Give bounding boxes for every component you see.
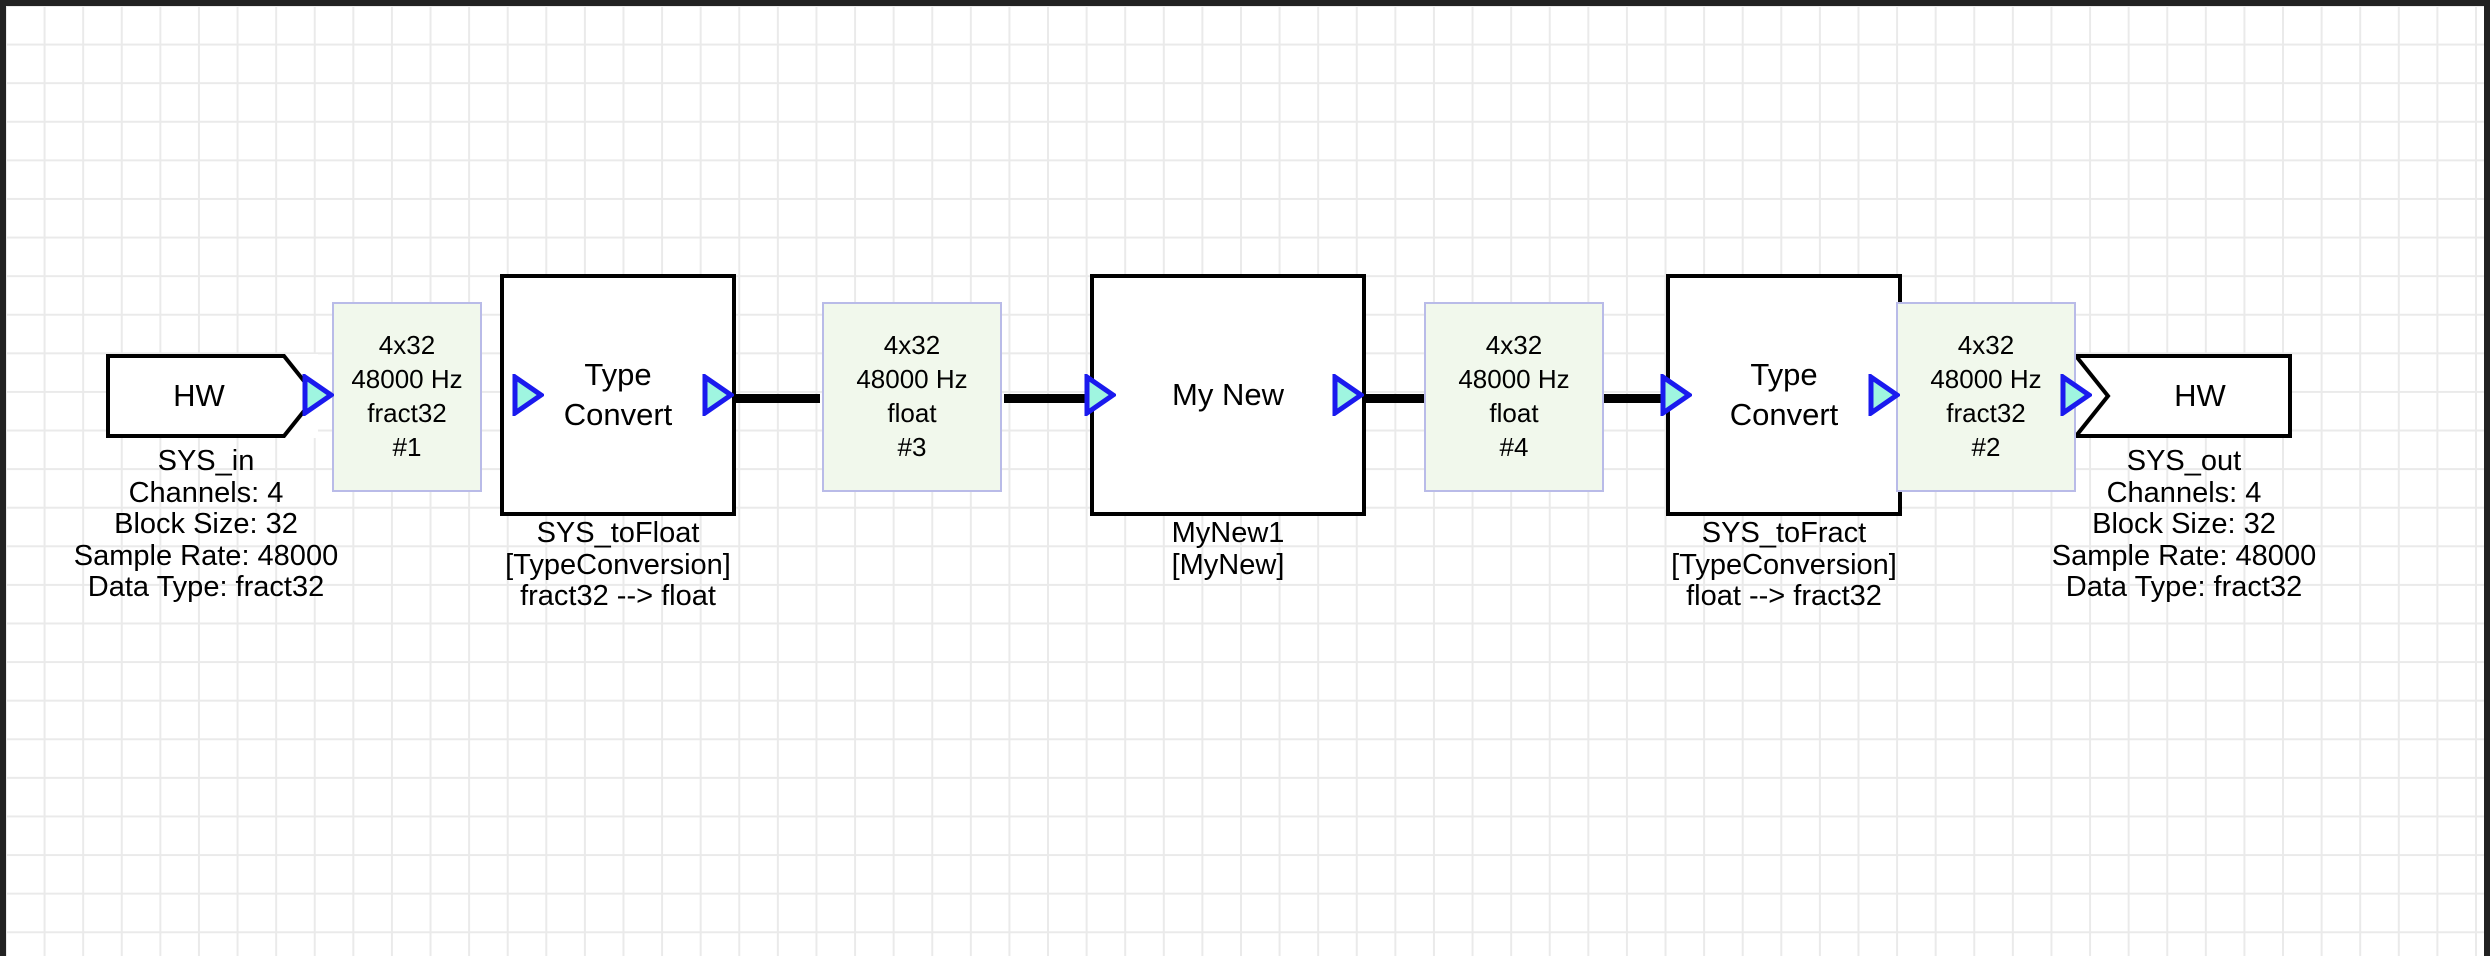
signal-dims: 4x32 (1957, 330, 2015, 361)
block-sys-tofloat-title: Type Convert (563, 357, 673, 432)
port-sys-tofloat-in[interactable] (512, 372, 546, 418)
signal-dims: 4x32 (378, 330, 436, 361)
block-sys-tofract-caption: SYS_toFract [TypeConversion] float --> f… (1524, 517, 2044, 613)
caption-line: [TypeConversion] (505, 548, 731, 581)
block-sys-in-caption: SYS_in Channels: 4 Block Size: 32 Sample… (6, 445, 466, 604)
caption-line: SYS_out (2126, 445, 2242, 477)
signal-label-3[interactable]: 4x32 48000 Hz float #3 (822, 302, 1002, 492)
caption-line: Data Type: fract32 (2065, 571, 2303, 604)
signal-dims: 4x32 (1485, 330, 1543, 361)
wire-sig4-to-tofract[interactable] (1584, 394, 1668, 403)
signal-type: fract32 (1946, 398, 2026, 428)
caption-line: fract32 --> float (520, 580, 716, 613)
signal-type: float (1489, 398, 1539, 428)
signal-label-1[interactable]: 4x32 48000 Hz fract32 #1 (332, 302, 482, 492)
caption-line: Sample Rate: 48000 (73, 539, 339, 572)
wire-mynew-to-sig4[interactable] (1364, 394, 1444, 403)
caption-line: Block Size: 32 (2092, 508, 2276, 541)
caption-line: float --> fract32 (1686, 580, 1882, 613)
signal-rate: 48000 Hz (1930, 364, 2042, 395)
port-sys-tofract-in[interactable] (1660, 372, 1694, 418)
port-triangle-icon (302, 372, 336, 418)
block-mynew1-title: My New (1172, 377, 1284, 413)
port-triangle-icon (1660, 372, 1694, 418)
port-sys-out-in[interactable] (2060, 372, 2094, 418)
signal-type: float (887, 398, 937, 428)
block-sys-tofract[interactable]: Type Convert (1666, 274, 1902, 516)
block-sys-in-title: HW (173, 378, 225, 413)
block-sys-out-caption: SYS_out Channels: 4 Block Size: 32 Sampl… (1924, 445, 2444, 604)
port-sys-tofloat-out[interactable] (702, 372, 736, 418)
caption-line: Data Type: fract32 (87, 571, 325, 604)
signal-rate: 48000 Hz (856, 364, 968, 395)
port-mynew1-in[interactable] (1084, 372, 1118, 418)
signal-index: #1 (392, 431, 422, 462)
port-triangle-icon (1332, 372, 1366, 418)
signal-index: #3 (897, 431, 927, 462)
signal-rate: 48000 Hz (1458, 364, 1570, 395)
signal-label-4[interactable]: 4x32 48000 Hz float #4 (1424, 302, 1604, 492)
port-sys-tofract-out[interactable] (1868, 372, 1902, 418)
signal-type: fract32 (367, 398, 447, 428)
signal-index: #4 (1499, 431, 1529, 462)
block-sys-in[interactable]: HW (106, 354, 318, 438)
block-mynew1-caption: MyNew1 [MyNew] (968, 517, 1488, 581)
signal-index: #2 (1971, 431, 2001, 462)
port-triangle-icon (2060, 372, 2094, 418)
caption-line: Sample Rate: 48000 (2051, 539, 2317, 572)
block-sys-out-title: HW (2174, 378, 2226, 413)
caption-line: SYS_toFloat (536, 517, 700, 549)
port-sys-in-out[interactable] (302, 372, 336, 418)
caption-line: SYS_toFract (1701, 517, 1867, 549)
wire-tofloat-to-sig3[interactable] (732, 394, 820, 403)
caption-line: Block Size: 32 (114, 508, 298, 541)
block-mynew1[interactable]: My New (1090, 274, 1366, 516)
port-triangle-icon (702, 372, 736, 418)
port-triangle-icon (1868, 372, 1902, 418)
caption-line: Channels: 4 (2106, 476, 2262, 509)
caption-line: Channels: 4 (128, 476, 284, 509)
port-triangle-icon (1084, 372, 1118, 418)
block-sys-tofloat-caption: SYS_toFloat [TypeConversion] fract32 -->… (358, 517, 878, 613)
block-sys-out[interactable]: HW (2074, 354, 2292, 438)
signal-rate: 48000 Hz (351, 364, 463, 395)
caption-line: [MyNew] (1171, 548, 1285, 581)
hw-input-outline-icon (106, 354, 318, 438)
port-triangle-icon (512, 372, 546, 418)
wire-sig3-to-mynew[interactable] (1004, 394, 1092, 403)
port-mynew1-out[interactable] (1332, 372, 1366, 418)
caption-line: [TypeConversion] (1671, 548, 1897, 581)
caption-line: MyNew1 (1171, 517, 1285, 549)
block-sys-tofract-title: Type Convert (1729, 357, 1839, 432)
signal-dims: 4x32 (883, 330, 941, 361)
hw-output-outline-icon (2074, 354, 2292, 438)
caption-line: SYS_in (157, 445, 255, 477)
